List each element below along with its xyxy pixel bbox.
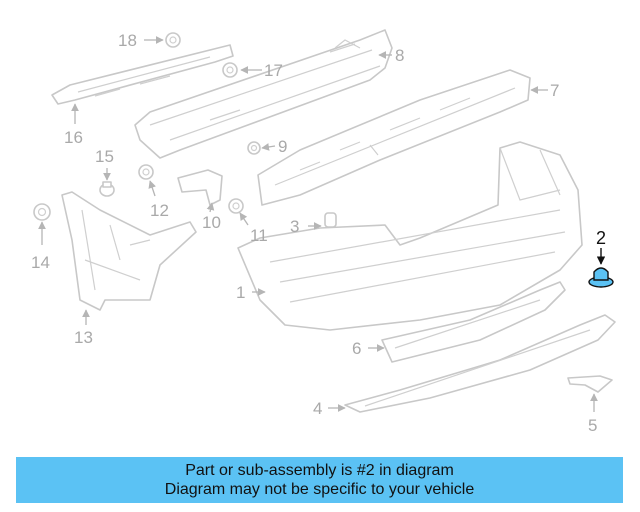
callout-5: 5 <box>588 416 597 435</box>
small-bracket-part <box>567 375 613 393</box>
callout-8: 8 <box>395 46 404 65</box>
callout-18: 18 <box>118 31 137 50</box>
fastener-12 <box>138 164 154 180</box>
lower-valance-part <box>344 314 616 413</box>
highlighted-fastener-2[interactable] <box>588 267 614 288</box>
callout-4: 4 <box>313 399 322 418</box>
side-bracket-part <box>61 191 197 311</box>
callout-14: 14 <box>31 253 50 272</box>
callout-2-highlighted: 2 <box>596 228 606 248</box>
fastener-17 <box>222 62 238 78</box>
callout-13: 13 <box>74 328 93 347</box>
callout-15: 15 <box>95 147 114 166</box>
callout-10: 10 <box>202 213 221 232</box>
fastener-14 <box>33 203 51 221</box>
parts-diagram: 18 8 17 7 16 9 15 12 10 11 14 3 1 13 6 4… <box>31 29 616 435</box>
callout-6: 6 <box>352 339 361 358</box>
bumper-cover-part <box>237 141 583 331</box>
callout-7: 7 <box>550 81 559 100</box>
fastener-9 <box>247 141 261 155</box>
callout-1: 1 <box>236 283 245 302</box>
highlight-head <box>593 267 609 281</box>
impact-bar-part <box>134 29 393 159</box>
energy-absorber-part <box>257 69 531 206</box>
fastener-18 <box>165 32 181 48</box>
callout-17: 17 <box>264 61 283 80</box>
callout-12: 12 <box>150 201 169 220</box>
banner-line-1: Part or sub-assembly is #2 in diagram <box>185 462 454 479</box>
callout-16: 16 <box>64 128 83 147</box>
callout-11: 11 <box>250 226 268 245</box>
callout-9: 9 <box>278 137 287 156</box>
info-banner: Part or sub-assembly is #2 in diagram Di… <box>16 457 623 503</box>
bracket-strip-part <box>51 44 234 105</box>
fastener-3 <box>324 212 337 228</box>
reflector-strip-part <box>381 281 566 363</box>
fastener-11 <box>228 198 244 214</box>
fastener-15 <box>99 181 115 197</box>
banner-line-2: Diagram may not be specific to your vehi… <box>164 481 475 498</box>
callout-3: 3 <box>290 217 299 236</box>
callout-leaders <box>38 36 606 412</box>
bracket-10 <box>177 169 223 206</box>
callout-labels: 18 8 17 7 16 9 15 12 10 11 14 3 1 13 6 4… <box>31 31 606 435</box>
